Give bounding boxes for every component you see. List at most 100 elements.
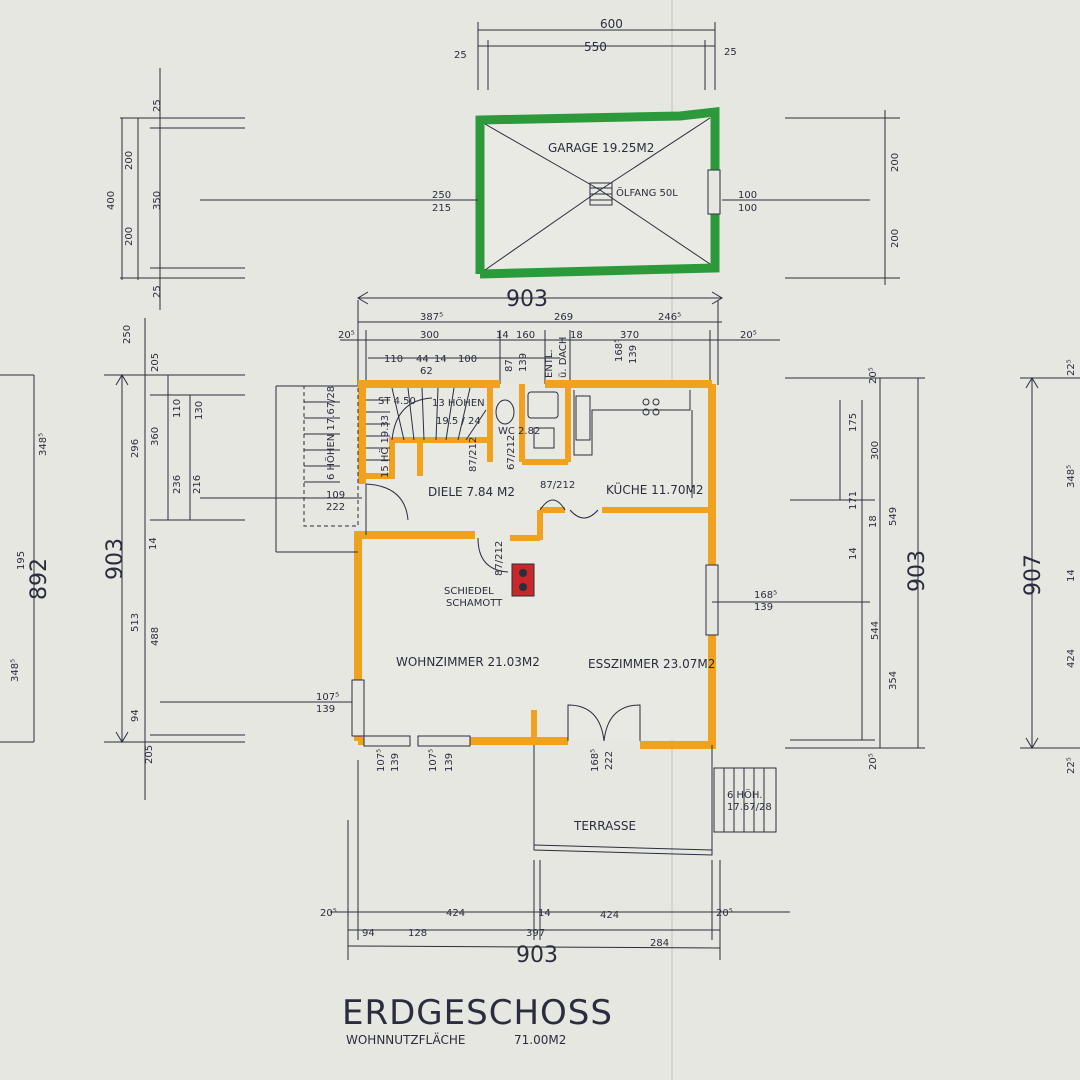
l-205b: 205 — [144, 745, 155, 764]
l-94: 94 — [130, 709, 141, 722]
far-right-907: 907 — [1021, 554, 1046, 596]
chimney — [511, 563, 535, 597]
far-left-892: 892 — [27, 558, 52, 600]
kitchen-counter — [573, 390, 693, 498]
b-424a: 424 — [446, 908, 465, 919]
b-397: 397 — [526, 928, 545, 939]
garage-550: 550 — [584, 40, 607, 54]
g-left-400: 400 — [106, 191, 117, 210]
t-246: 246⁵ — [658, 312, 681, 323]
g-250: 250 — [432, 190, 451, 201]
door-222: 222 — [326, 502, 345, 513]
garage-dimensions: 600 550 25 25 400 200 350 200 25 25 250 … — [106, 17, 901, 310]
r-205b: 20⁵ — [868, 753, 879, 770]
l-130: 130 — [194, 401, 205, 420]
t-139: 139 — [518, 353, 529, 372]
r-171: 171 — [848, 491, 859, 510]
title-block: ERDGESCHOSS WOHNNUTZFLÄCHE 71.00M2 — [342, 993, 613, 1047]
t-168: 168⁵ — [614, 339, 625, 362]
l-205a: 205 — [150, 353, 161, 372]
side-entry-label: 6 HÖHEN 17.67/28 — [324, 386, 337, 480]
garage-25b: 25 — [724, 47, 737, 58]
ventilation-label: ü. DACH — [558, 337, 569, 378]
l-488: 488 — [150, 627, 161, 646]
left-dimensions: 903 250 296 360 110 130 236 216 513 488 … — [0, 318, 245, 800]
l-296: 296 — [130, 439, 141, 458]
kitchen-door-swing — [569, 509, 599, 519]
fl-348b: 348⁵ — [10, 659, 21, 682]
t-14: 14 — [496, 330, 509, 341]
l-250: 250 — [122, 325, 133, 344]
terrasse-label: TERRASSE — [573, 819, 636, 833]
g-left-200b: 200 — [124, 227, 135, 246]
g-right-200a: 200 — [890, 153, 901, 172]
win-139: 139 — [754, 602, 773, 613]
fr-14: 14 — [1066, 569, 1077, 582]
window-esszimmer — [705, 564, 719, 636]
win-107: 107⁵ — [316, 692, 339, 703]
g-right-200b: 200 — [890, 229, 901, 248]
r-18: 18 — [868, 515, 879, 528]
fr-424: 424 — [1066, 649, 1077, 668]
l-110: 110 — [172, 399, 183, 418]
door-8712c: 87/212 — [494, 541, 505, 576]
overall-left-903: 903 — [103, 538, 128, 580]
ter-222: 222 — [604, 751, 615, 770]
garage-600: 600 — [600, 17, 623, 31]
terrace-stair-b: 17.67/28 — [727, 802, 772, 813]
b-94: 94 — [362, 928, 375, 939]
g-left-25b: 25 — [152, 285, 163, 298]
window-wohn-bottom-b — [417, 735, 471, 747]
area-value: 71.00M2 — [514, 1033, 566, 1047]
schiedel-label: SCHIEDEL — [444, 586, 494, 597]
win-107b: 107⁵ — [376, 749, 387, 772]
win-168: 168⁵ — [754, 590, 777, 601]
l-360: 360 — [150, 427, 161, 446]
terrace-door-left — [567, 704, 605, 742]
t-370: 370 — [620, 330, 639, 341]
door-8712b: 87/212 — [540, 480, 575, 491]
entl-label: ENTL. — [544, 349, 555, 378]
right-dimensions: 903 175 300 171 549 544 354 20⁵ 20⁵ 14 1… — [785, 359, 1080, 774]
fl-195: 195 — [16, 551, 27, 570]
side-entry-stairs: 6 HÖHEN 17.67/28 — [275, 385, 359, 553]
wc-sink — [527, 391, 559, 419]
oelfang-label: ÖLFANG 50L — [616, 186, 678, 199]
win-139b: 139 — [316, 704, 335, 715]
g-left-350: 350 — [152, 191, 163, 210]
stair-hoehen-a: 13 HÖHEN — [432, 396, 485, 409]
t-18: 18 — [570, 330, 583, 341]
garage-window — [707, 169, 721, 215]
t-14b: 14 — [434, 354, 447, 365]
terrace-stair-a: 6 HÖH. — [727, 788, 762, 801]
window-wohn-left — [351, 679, 365, 737]
fr-225a: 22⁵ — [1066, 359, 1077, 376]
b-205a: 20⁵ — [320, 908, 337, 919]
wc-toilet — [495, 399, 515, 425]
l-513: 513 — [130, 613, 141, 632]
house: ST 4.50 13 HÖHEN 19.5 / 24 15 HÖ 19.33 8… — [351, 380, 719, 749]
esszimmer-label: ESSZIMMER 23.07M2 — [588, 657, 715, 671]
garage-label: GARAGE 19.25M2 — [548, 141, 654, 155]
schamott-label: SCHAMOTT — [446, 598, 503, 609]
fl-348a: 348⁵ — [38, 433, 49, 456]
b-424b: 424 — [600, 910, 619, 921]
l-216: 216 — [192, 475, 203, 494]
stair-hoehen-a2: 19.5 / 24 — [436, 416, 481, 427]
top-dimensions: 903 387⁵ 269 246⁵ 20⁵ 300 14 160 18 370 … — [338, 287, 780, 385]
r-14: 14 — [848, 547, 859, 560]
l-14: 14 — [148, 537, 159, 550]
fr-225b: 22⁵ — [1066, 757, 1077, 774]
garage-wall — [475, 106, 720, 279]
g-left-200a: 200 — [124, 151, 135, 170]
overall-bottom-903: 903 — [516, 943, 558, 968]
win-107c: 107⁵ — [428, 749, 439, 772]
garage-floor — [480, 112, 715, 274]
area-label: WOHNNUTZFLÄCHE — [346, 1032, 465, 1047]
t-269: 269 — [554, 312, 573, 323]
r-175: 175 — [848, 413, 859, 432]
ter-168: 168⁵ — [590, 749, 601, 772]
interior-stairs: ST 4.50 13 HÖHEN 19.5 / 24 15 HÖ 19.33 8… — [366, 387, 487, 478]
floor-title: ERDGESCHOSS — [342, 993, 613, 1033]
